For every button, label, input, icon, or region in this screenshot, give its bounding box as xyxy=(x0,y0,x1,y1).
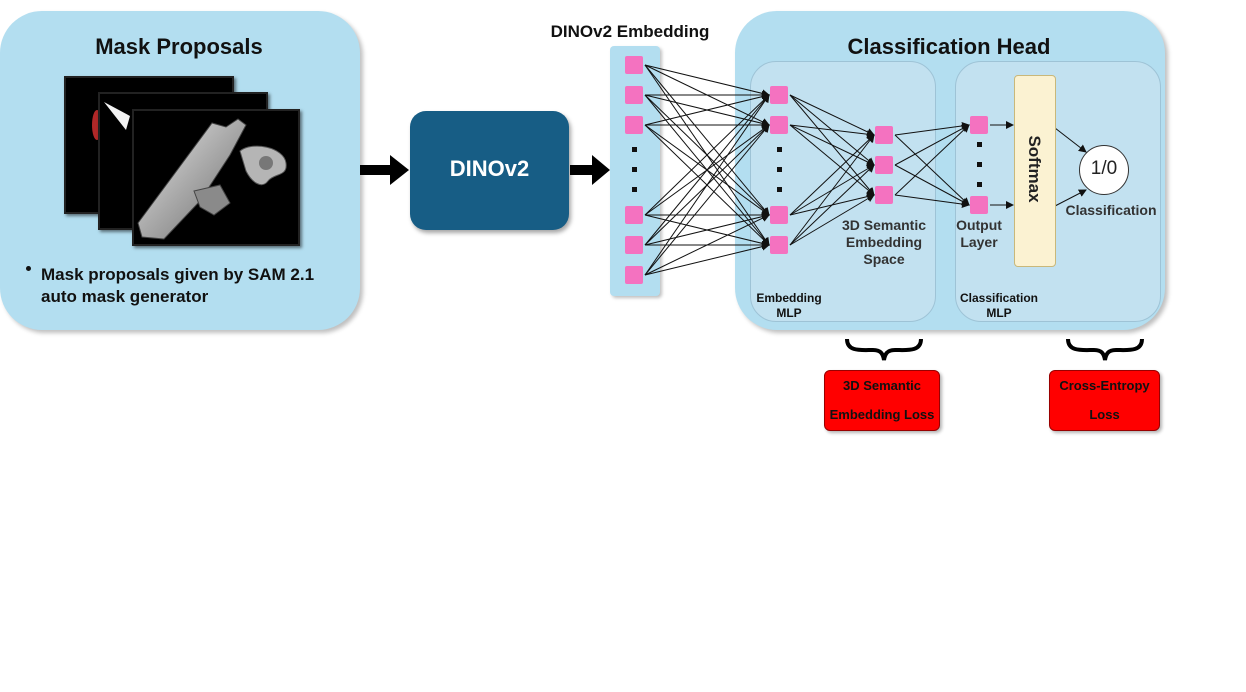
embedding-node xyxy=(625,206,643,224)
ellipsis-dot xyxy=(977,182,982,187)
network-edge xyxy=(894,194,970,209)
network-edge xyxy=(644,94,770,246)
embedding-node xyxy=(625,236,643,254)
classification-mlp-line-1: Classification xyxy=(959,291,1039,305)
bullet-dot xyxy=(26,266,31,271)
semantic-node xyxy=(875,156,893,174)
semantic-node xyxy=(875,186,893,204)
network-edge xyxy=(894,164,970,206)
hidden-node xyxy=(770,86,788,104)
semantic-space-line-1: 3D Semantic xyxy=(841,217,927,233)
semantic-space-line-3: Space xyxy=(863,251,905,267)
dinov2-model-box xyxy=(410,111,569,230)
embedding-title: DINOv2 Embedding xyxy=(550,22,710,41)
dinov2-label: DINOv2 xyxy=(449,156,530,181)
network-edge xyxy=(789,164,875,246)
network-edge xyxy=(894,121,970,136)
network-edge xyxy=(789,124,875,139)
softmax-box xyxy=(1014,75,1056,267)
network-edge xyxy=(644,212,770,246)
classification-mlp-line-2: MLP xyxy=(986,306,1012,320)
network-edge xyxy=(894,124,970,196)
mask-proposals-description: Mask proposals given by SAM 2.1 auto mas… xyxy=(41,264,314,308)
network-edge xyxy=(789,94,875,136)
description-line-2: auto mask generator xyxy=(41,287,209,306)
cross-entropy-loss-box: Cross-Entropy Loss xyxy=(1049,370,1160,431)
binary-output-circle xyxy=(1079,145,1129,195)
output-layer-label: Output Layer xyxy=(950,217,1008,251)
network-edge xyxy=(789,194,875,246)
ellipsis-dot xyxy=(977,162,982,167)
semantic-node xyxy=(875,126,893,144)
hidden-node xyxy=(770,236,788,254)
network-edge xyxy=(789,124,875,196)
ellipsis-dot xyxy=(977,142,982,147)
semantic-loss-line-1: 3D Semantic xyxy=(842,378,922,393)
network-edge xyxy=(644,242,770,276)
semantic-embedding-loss-box: 3D Semantic Embedding Loss xyxy=(824,370,940,431)
classification-head-title: Classification Head xyxy=(847,34,1051,59)
embedding-mlp-line-2: MLP xyxy=(776,306,802,320)
network-edge xyxy=(894,124,970,166)
ellipsis-dot xyxy=(777,147,782,152)
ellipsis-dot xyxy=(632,167,637,172)
network-edge xyxy=(644,94,770,276)
embedding-node xyxy=(625,86,643,104)
network-edge xyxy=(644,64,770,216)
ellipsis-dot xyxy=(632,147,637,152)
binary-output-label: 1/0 xyxy=(1090,158,1118,179)
arrow-to-dinov2 xyxy=(360,155,409,185)
output-node xyxy=(970,116,988,134)
classification-mlp-panel xyxy=(955,61,1161,322)
network-edge xyxy=(789,124,875,166)
classification-mlp-label: Classification MLP xyxy=(953,291,1045,321)
network-edge xyxy=(789,134,875,246)
hidden-node xyxy=(770,116,788,134)
ellipsis-dot xyxy=(632,187,637,192)
semantic-space-line-2: Embedding xyxy=(845,234,923,250)
network-edge xyxy=(1054,189,1087,207)
arrow-to-embedding xyxy=(570,155,610,185)
ce-loss-line-2: Loss xyxy=(1089,407,1120,422)
network-edge xyxy=(1054,127,1087,153)
mask-proposals-title: Mask Proposals xyxy=(95,34,263,59)
white-mask-fragment xyxy=(104,102,130,130)
network-edge xyxy=(644,64,770,98)
embedding-node xyxy=(625,266,643,284)
semantic-loss-brace xyxy=(845,338,923,361)
output-layer-line-1: Output xyxy=(956,217,1002,233)
cross-entropy-brace xyxy=(1066,338,1144,361)
network-edge xyxy=(644,214,770,276)
embedding-node xyxy=(625,56,643,74)
output-node xyxy=(970,196,988,214)
network-edge xyxy=(789,134,875,216)
mask-image-front xyxy=(132,109,300,246)
red-mask-fragment xyxy=(92,110,102,140)
network-edge xyxy=(894,134,970,206)
network-edge xyxy=(644,92,770,126)
embedding-node xyxy=(625,116,643,134)
description-line-1: Mask proposals given by SAM 2.1 xyxy=(41,265,315,284)
softmax-label: Softmax xyxy=(1025,135,1044,203)
network-edge xyxy=(644,94,770,216)
mask-image-stack xyxy=(64,76,300,248)
semantic-space-label: 3D Semantic Embedding Space xyxy=(834,217,934,268)
ce-loss-line-1: Cross-Entropy xyxy=(1059,378,1150,393)
ellipsis-dot xyxy=(777,167,782,172)
network-edge xyxy=(644,124,770,276)
pistol-mask xyxy=(137,118,287,240)
embedding-mlp-label: Embedding MLP xyxy=(748,291,830,321)
hidden-node xyxy=(770,206,788,224)
output-layer-line-2: Layer xyxy=(960,234,998,250)
classification-label: Classification xyxy=(1065,202,1157,218)
ellipsis-dot xyxy=(777,187,782,192)
embedding-mlp-line-1: Embedding xyxy=(756,291,822,305)
semantic-loss-line-2: Embedding Loss xyxy=(829,407,935,422)
